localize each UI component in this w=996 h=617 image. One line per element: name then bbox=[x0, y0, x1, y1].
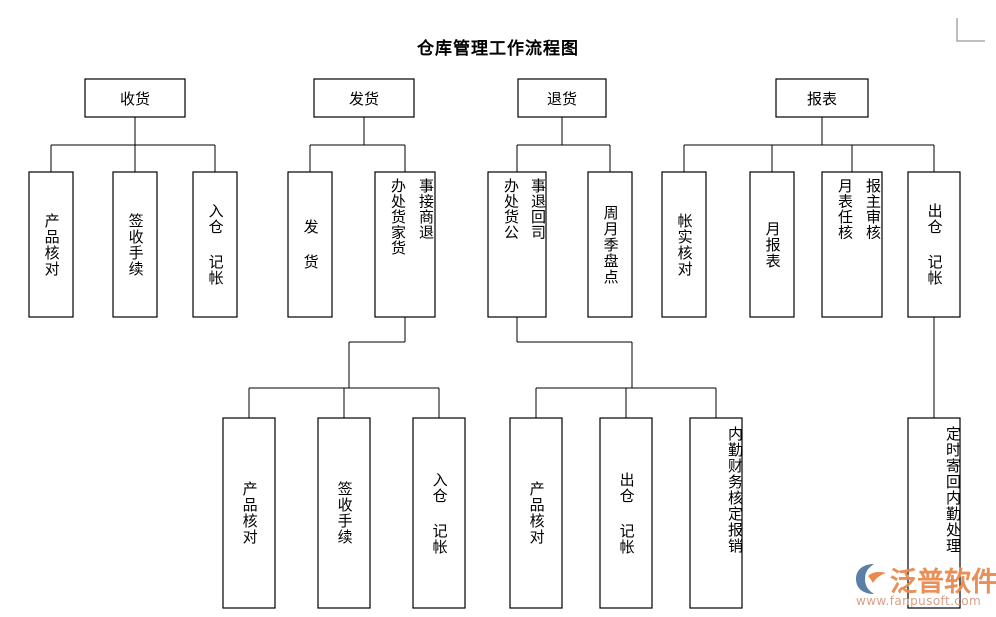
node-box-chanpin-1[interactable] bbox=[28, 171, 74, 318]
node-label-chanpin-2: 产品核对 bbox=[240, 481, 259, 545]
node-label-pandian: 周月季盘点 bbox=[601, 204, 620, 285]
node-box-shouhuo[interactable] bbox=[84, 78, 186, 118]
node-label-zhuren-col-left: 月表任核 bbox=[836, 178, 854, 240]
node-box-chanpin-3[interactable] bbox=[509, 417, 563, 609]
node-label-baobiao: 报表 bbox=[806, 89, 837, 108]
node-label-yuebaobiao: 月报表 bbox=[763, 220, 782, 269]
node-box-chanpin-2[interactable] bbox=[222, 417, 276, 609]
node-label-zhuren-col-right: 报主审核 bbox=[864, 178, 882, 240]
node-box-yuebaobiao[interactable] bbox=[749, 171, 795, 318]
node-label-fahuo-2: 发 货 bbox=[301, 219, 320, 270]
node-label-fahuo: 发货 bbox=[348, 89, 379, 108]
node-label-chucang-2: 出仓 记帐 bbox=[617, 471, 636, 555]
node-label-dingshi: 定时寄回内勤处理 bbox=[944, 426, 962, 554]
node-box-zhuren[interactable] bbox=[821, 171, 883, 318]
node-label-qianshou-2: 签收手续 bbox=[335, 481, 354, 545]
node-label-chanpin-1: 产品核对 bbox=[42, 212, 61, 277]
node-box-tuihuo[interactable] bbox=[517, 78, 607, 118]
node-label-rucang-2: 入仓 记帐 bbox=[430, 471, 449, 555]
node-label-shouhuo: 收货 bbox=[119, 89, 150, 108]
node-box-jieshang[interactable] bbox=[374, 171, 436, 318]
node-box-fahuo-2[interactable] bbox=[287, 171, 333, 318]
node-box-zhangshi[interactable] bbox=[661, 171, 707, 318]
node-box-dingshi[interactable] bbox=[907, 417, 961, 609]
node-box-rucang-2[interactable] bbox=[412, 417, 466, 609]
page-corner-mark bbox=[956, 18, 985, 42]
page-title: 仓库管理工作流程图 bbox=[417, 39, 579, 59]
node-box-qianshou-1[interactable] bbox=[112, 171, 158, 318]
node-label-qianshou-1: 签收手续 bbox=[126, 212, 145, 277]
node-label-jieshang-col-left: 办处货家货 bbox=[389, 178, 407, 256]
node-box-rucang-1[interactable] bbox=[192, 171, 238, 318]
node-label-chanpin-3: 产品核对 bbox=[527, 481, 546, 545]
node-label-zhangshi: 帐实核对 bbox=[675, 212, 694, 277]
node-label-tuihuo: 退货 bbox=[546, 89, 577, 108]
node-box-neiqin[interactable] bbox=[689, 417, 743, 609]
node-box-qianshou-2[interactable] bbox=[317, 417, 371, 609]
node-label-jieshang-col-right: 事接商退 bbox=[417, 178, 435, 240]
node-label-chucang-1: 出仓 记帐 bbox=[925, 203, 944, 286]
node-label-tuihui-col-left: 办处货公 bbox=[502, 178, 520, 240]
node-label-tuihui-col-right: 事退回司 bbox=[529, 178, 547, 240]
node-box-chucang-1[interactable] bbox=[907, 171, 961, 318]
node-label-rucang-1: 入仓 记帐 bbox=[206, 203, 225, 286]
node-box-baobiao[interactable] bbox=[775, 78, 869, 118]
node-box-chucang-2[interactable] bbox=[599, 417, 653, 609]
node-box-pandian[interactable] bbox=[587, 171, 633, 318]
node-label-neiqin: 内勤财务核定报销 bbox=[726, 426, 744, 554]
